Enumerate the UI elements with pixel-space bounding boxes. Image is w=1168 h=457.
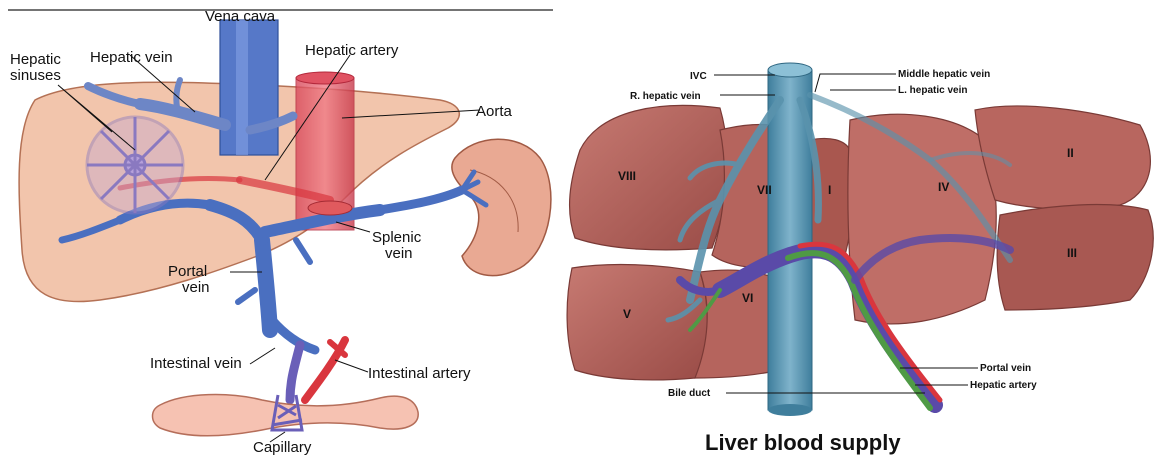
label-portal-vein-line2: vein bbox=[182, 279, 210, 296]
label-hepatic-sinuses-line2: sinuses bbox=[10, 67, 61, 84]
label-l-hepatic-vein: L. hepatic vein bbox=[898, 85, 967, 96]
segment-viii: VIII bbox=[618, 169, 636, 183]
segment-vii: VII bbox=[757, 183, 772, 197]
vena-cava-highlight bbox=[236, 20, 248, 155]
segment-i: I bbox=[828, 183, 831, 197]
label-intestinal-artery: Intestinal artery bbox=[368, 365, 471, 382]
segment-iv: IV bbox=[938, 180, 949, 194]
segment-vi: VI bbox=[742, 291, 753, 305]
segment-iii: III bbox=[1067, 246, 1077, 260]
lobe-viii bbox=[570, 105, 728, 249]
right-diagram-title: Liver blood supply bbox=[705, 430, 901, 455]
label-splenic-vein-line1: Splenic bbox=[372, 229, 422, 246]
label-r-hepatic-vein: R. hepatic vein bbox=[630, 91, 701, 102]
label-intestinal-vein: Intestinal vein bbox=[150, 355, 242, 372]
aorta-top bbox=[296, 72, 354, 84]
label-hepatic-artery-right: Hepatic artery bbox=[970, 380, 1037, 391]
lobe-iv bbox=[848, 114, 996, 324]
label-capillary: Capillary bbox=[253, 439, 312, 456]
segment-v: V bbox=[623, 307, 631, 321]
hepatic-sinusoid-lobule bbox=[87, 117, 183, 213]
label-ivc: IVC bbox=[690, 71, 707, 82]
label-hepatic-artery: Hepatic artery bbox=[305, 42, 399, 59]
liver-lobes bbox=[567, 105, 1153, 379]
label-portal-vein: Portal vein bbox=[980, 363, 1031, 374]
label-bile-duct: Bile duct bbox=[668, 388, 711, 399]
label-vena-cava: Vena cava bbox=[205, 8, 276, 25]
right-diagram: IVC Middle hepatic vein R. hepatic vein … bbox=[567, 63, 1153, 455]
label-hepatic-sinuses-line1: Hepatic bbox=[10, 51, 61, 68]
vena-cava-shape bbox=[220, 20, 278, 155]
label-middle-hepatic-vein: Middle hepatic vein bbox=[898, 69, 990, 80]
segment-ii: II bbox=[1067, 146, 1074, 160]
label-portal-vein-line1: Portal bbox=[168, 263, 207, 280]
label-splenic-vein-line2: vein bbox=[385, 245, 413, 262]
spleen-shape bbox=[452, 139, 551, 275]
left-diagram: Vena cava Hepatic vein Hepatic sinuses H… bbox=[8, 8, 553, 456]
label-hepatic-vein: Hepatic vein bbox=[90, 49, 173, 66]
label-aorta: Aorta bbox=[476, 103, 513, 120]
